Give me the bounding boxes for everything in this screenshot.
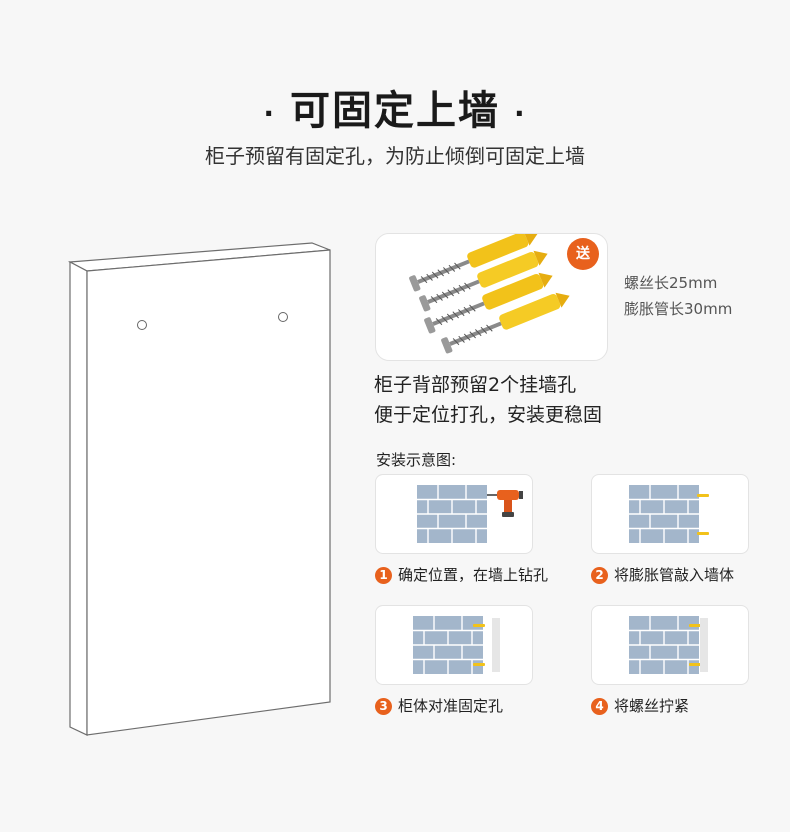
- anchor-bottom-icon: [473, 663, 485, 666]
- spec-anchor-length: 膨胀管长30mm: [624, 300, 733, 318]
- anchor-bottom-icon: [697, 532, 709, 535]
- screws-anchors-image: [409, 230, 570, 354]
- wall-mount-hole-left: [137, 320, 147, 330]
- description-line-2: 便于定位打孔，安装更稳固: [374, 404, 603, 426]
- step-2-card: [591, 474, 749, 554]
- screw-bottom-icon: [689, 663, 701, 666]
- brick-wall: [413, 616, 483, 674]
- step-3-illustration: [413, 616, 500, 674]
- step-3-card: [375, 605, 533, 685]
- step-3-label: 3 柜体对准固定孔: [375, 695, 503, 716]
- step-4-label: 4 将螺丝拧紧: [591, 695, 689, 716]
- anchor-top-icon: [473, 624, 485, 627]
- page-title: · 可固定上墙 ·: [0, 78, 790, 136]
- cabinet-panel-icon: [492, 618, 500, 672]
- cabinet-front-face: [86, 249, 331, 736]
- step-4-card: [591, 605, 749, 685]
- step-1-label: 1 确定位置，在墙上钻孔: [375, 564, 548, 585]
- step-1-illustration: [417, 485, 523, 543]
- anchor-set: [409, 230, 570, 354]
- brick-wall: [629, 616, 699, 674]
- step-1-number: 1: [375, 567, 392, 584]
- cabinet-back-illustration: [67, 242, 331, 736]
- page-subtitle: 柜子预留有固定孔，为防止倾倒可固定上墙: [205, 144, 585, 168]
- step-2-illustration: [629, 485, 709, 543]
- screw-kit-card: [375, 230, 608, 361]
- step-2-label: 2 将膨胀管敲入墙体: [591, 564, 734, 585]
- cabinet-side-face: [69, 261, 88, 736]
- title-text: 可固定上墙: [290, 88, 500, 134]
- gift-badge: 送: [567, 238, 599, 270]
- step-2-number: 2: [591, 567, 608, 584]
- spec-screw-length: 螺丝长25mm: [624, 274, 718, 292]
- description-line-1: 柜子背部预留2个挂墙孔: [374, 374, 577, 396]
- screw-top-icon: [689, 624, 701, 627]
- step-3-number: 3: [375, 698, 392, 715]
- anchor-top-icon: [697, 494, 709, 497]
- step-2-text: 将膨胀管敲入墙体: [614, 566, 735, 584]
- title-bullet-left: ·: [263, 96, 276, 130]
- wall-mount-hole-right: [278, 312, 288, 322]
- step-1-card: [375, 474, 533, 554]
- cabinet-panel-icon: [700, 618, 708, 672]
- title-bullet-right: ·: [514, 96, 527, 130]
- step-4-text: 将螺丝拧紧: [614, 697, 690, 715]
- step-4-illustration: [629, 616, 708, 674]
- diagram-title: 安装示意图:: [376, 451, 457, 469]
- step-3-text: 柜体对准固定孔: [398, 697, 504, 715]
- step-4-number: 4: [591, 698, 608, 715]
- brick-wall: [417, 485, 487, 543]
- drill-icon: [487, 490, 523, 517]
- brick-wall: [629, 485, 699, 543]
- step-1-text: 确定位置，在墙上钻孔: [398, 566, 549, 584]
